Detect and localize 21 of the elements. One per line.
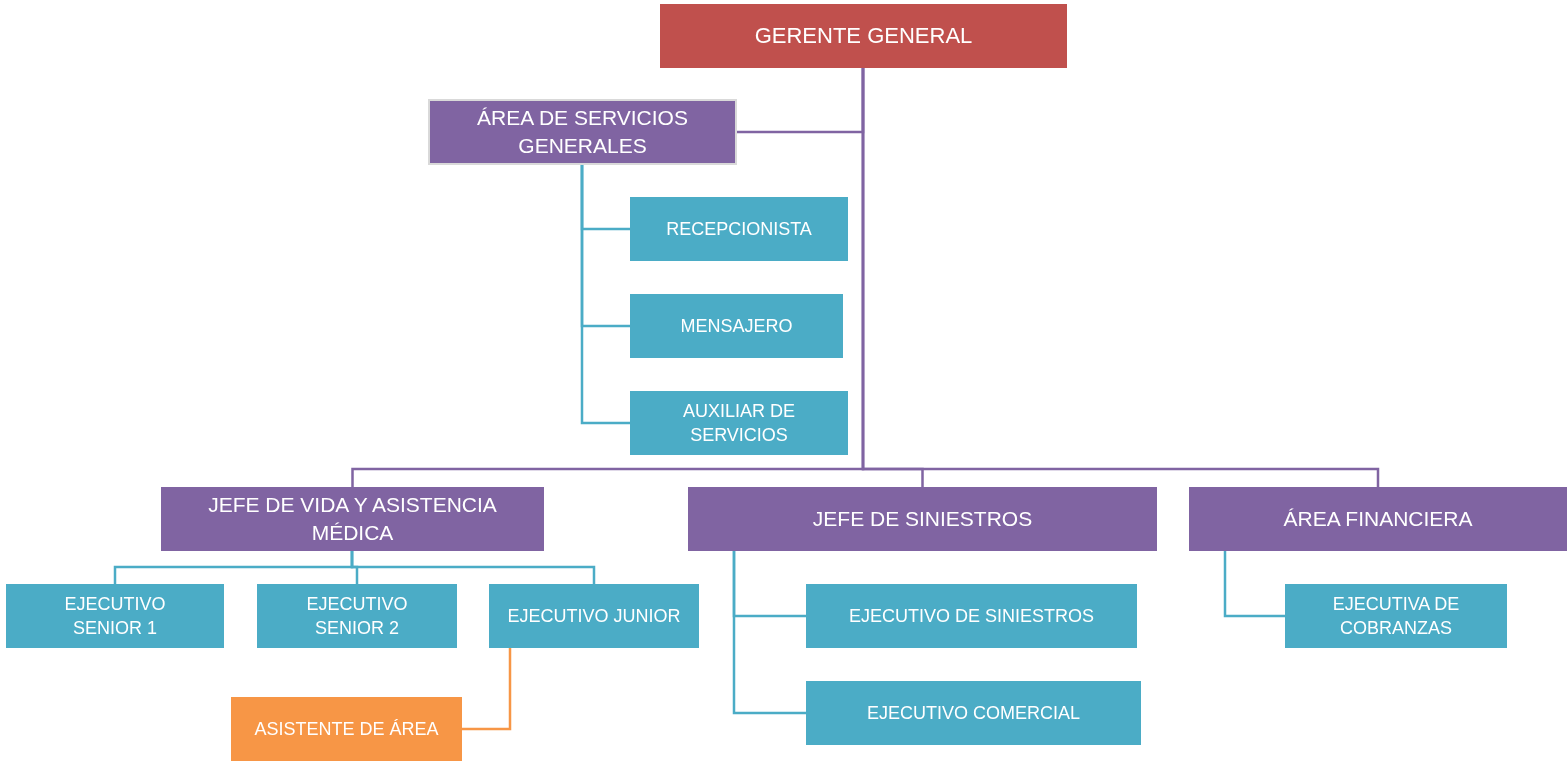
- org-box: AUXILIAR DE SERVICIOS: [630, 391, 848, 455]
- org-box: ÁREA DE SERVICIOS GENERALES: [428, 99, 737, 165]
- org-box: GERENTE GENERAL: [660, 4, 1067, 68]
- connector-line: [861, 68, 1380, 487]
- org-box: ÁREA FINANCIERA: [1189, 487, 1567, 551]
- connector-line: [732, 551, 806, 715]
- connector-line: [580, 165, 630, 425]
- connector-line: [462, 648, 512, 731]
- org-box: RECEPCIONISTA: [630, 197, 848, 261]
- connector-line: [1223, 551, 1285, 618]
- org-box: EJECUTIVO SENIOR 2: [257, 584, 457, 648]
- org-box: EJECUTIVA DE COBRANZAS: [1285, 584, 1507, 648]
- org-box: EJECUTIVO COMERCIAL: [806, 681, 1141, 745]
- org-box: ASISTENTE DE ÁREA: [231, 697, 462, 761]
- connector-line: [350, 551, 596, 584]
- org-box: JEFE DE VIDA Y ASISTENCIA MÉDICA: [161, 487, 544, 551]
- org-box: EJECUTIVO JUNIOR: [489, 584, 699, 648]
- org-box: EJECUTIVO DE SINIESTROS: [806, 584, 1137, 648]
- org-box: EJECUTIVO SENIOR 1: [6, 584, 224, 648]
- org-box: MENSAJERO: [630, 294, 843, 358]
- org-box: JEFE DE SINIESTROS: [688, 487, 1157, 551]
